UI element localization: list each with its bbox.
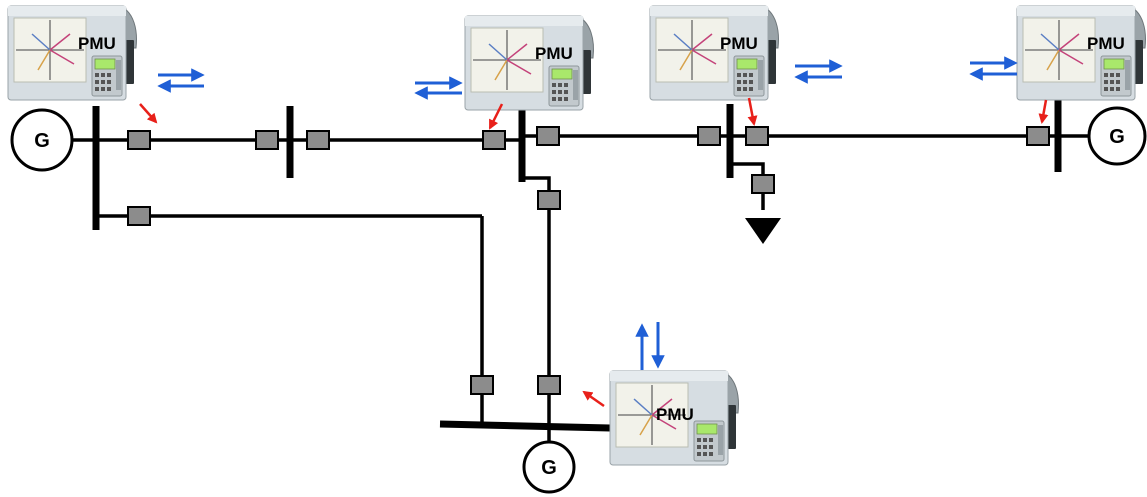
load-icon — [745, 218, 781, 244]
comm-arrows-pmu-1 — [158, 75, 204, 86]
breaker-6 — [698, 127, 720, 145]
breaker-5 — [537, 127, 559, 145]
comm-arrows-pmu-3 — [795, 66, 842, 77]
pmu-device-1: PMU — [8, 6, 136, 100]
buses — [96, 100, 1058, 428]
pmu-1-label: PMU — [78, 34, 116, 53]
breakers — [128, 127, 1049, 394]
generator-bottom-label: G — [541, 457, 557, 479]
pmu-2-label: PMU — [535, 44, 573, 63]
breaker-2 — [256, 131, 278, 149]
breaker-10 — [538, 191, 560, 209]
breaker-3 — [307, 131, 329, 149]
breaker-1 — [128, 131, 150, 149]
bus-6 — [440, 424, 610, 428]
pmu-device-4: PMU — [1017, 6, 1145, 100]
comm-arrows-pmu-5 — [642, 322, 658, 370]
generator-left-label: G — [34, 130, 50, 152]
breaker-7 — [746, 127, 768, 145]
measure-arrow-5 — [584, 392, 604, 406]
generator-left: G — [12, 110, 72, 170]
measure-arrow-4 — [1042, 100, 1046, 122]
generator-right-label: G — [1109, 126, 1125, 148]
pmu-device-2: PMU — [465, 16, 593, 110]
pmu-device-5: PMU — [610, 371, 738, 465]
breaker-11 — [752, 175, 774, 193]
comm-arrows-pmu-4 — [970, 63, 1017, 74]
comm-arrows-pmu-2 — [415, 83, 462, 93]
breaker-4 — [483, 131, 505, 149]
breaker-12 — [471, 376, 493, 394]
measure-arrow-3 — [749, 98, 754, 124]
pmu-3-label: PMU — [720, 34, 758, 53]
transmission-lines — [72, 136, 1088, 450]
pmu-device-3: PMU — [650, 6, 778, 100]
breaker-9 — [128, 207, 150, 225]
pmu-5-label: PMU — [656, 405, 694, 424]
breaker-13 — [538, 376, 560, 394]
generator-bottom: G — [524, 442, 574, 492]
measure-arrow-1 — [140, 104, 156, 122]
pmu-4-label: PMU — [1087, 34, 1125, 53]
generator-right: G — [1089, 108, 1145, 164]
breaker-8 — [1027, 127, 1049, 145]
